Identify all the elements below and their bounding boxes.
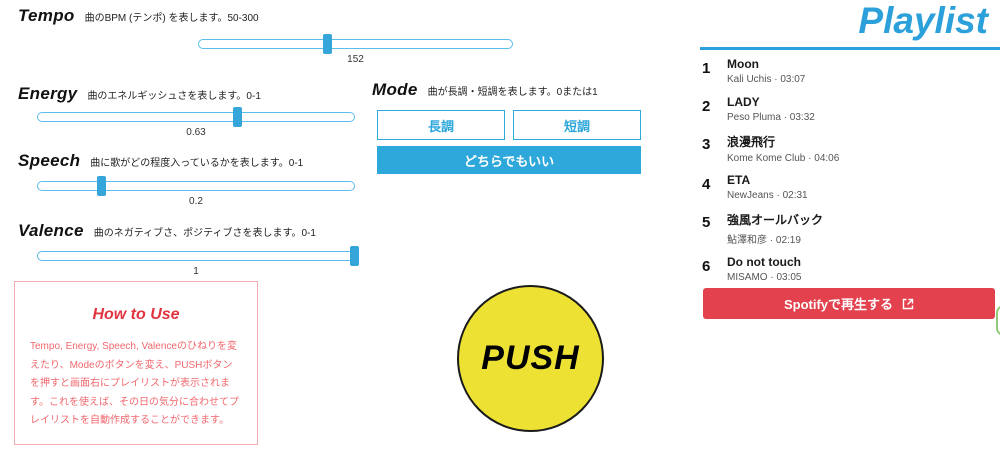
tempo-heading: Tempo xyxy=(18,6,75,25)
playlist-item: 2 LADY Peso Pluma · 03:32 xyxy=(702,95,995,124)
tempo-slider-track[interactable] xyxy=(198,34,513,54)
track-number: 1 xyxy=(702,60,711,77)
tempo-slider-thumb[interactable] xyxy=(322,34,332,54)
valence-slider-thumb[interactable] xyxy=(350,246,359,266)
playlist-list: 1 Moon Kali Uchis · 03:07 2 LADY Peso Pl… xyxy=(702,57,995,293)
mode-either-button[interactable]: どちらでもいい xyxy=(377,146,641,174)
spotify-play-button[interactable]: Spotifyで再生する xyxy=(703,288,995,319)
tempo-section-header: Tempo 曲のBPM (テンポ) を表します。50-300 xyxy=(18,6,259,26)
track-meta: MISAMO · 03:05 xyxy=(727,272,802,283)
tempo-slider[interactable]: 152 xyxy=(198,34,513,65)
mode-section-header: Mode 曲が長調・短調を表します。0または1 xyxy=(372,80,598,100)
track-number: 5 xyxy=(702,214,711,231)
how-to-use-body: Tempo, Energy, Speech, Valenceのひねりを変えたり、… xyxy=(30,341,239,426)
clipped-edge-widget[interactable] xyxy=(996,305,1000,336)
push-button[interactable]: PUSH xyxy=(457,285,604,432)
speech-slider[interactable]: 0.2 xyxy=(37,176,355,207)
track-title: 強風オールバック xyxy=(727,213,824,227)
tempo-slider-value: 152 xyxy=(347,54,364,65)
valence-slider[interactable]: 1 xyxy=(37,246,359,277)
track-number: 3 xyxy=(702,136,711,153)
playlist-item: 6 Do not touch MISAMO · 03:05 xyxy=(702,255,995,284)
mode-minor-button[interactable]: 短調 xyxy=(513,110,641,140)
energy-slider[interactable]: 0.63 xyxy=(37,107,355,138)
valence-section-header: Valence 曲のネガティブさ、ポジティブさを表します。0-1 xyxy=(18,221,316,241)
track-title: Moon xyxy=(727,57,759,71)
track-meta: Kome Kome Club · 04:06 xyxy=(727,153,840,164)
track-title: Do not touch xyxy=(727,255,801,269)
speech-slider-value: 0.2 xyxy=(189,196,203,207)
track-meta: Kali Uchis · 03:07 xyxy=(727,74,806,85)
mode-major-button[interactable]: 長調 xyxy=(377,110,505,140)
speech-description: 曲に歌がどの程度入っているかを表します。0-1 xyxy=(90,158,304,169)
mode-description: 曲が長調・短調を表します。0または1 xyxy=(427,87,598,98)
track-meta: 鮎澤和彦 · 02:19 xyxy=(727,235,801,246)
valence-slider-track[interactable] xyxy=(37,246,359,266)
playlist-item: 4 ETA NewJeans · 02:31 xyxy=(702,173,995,202)
energy-slider-track[interactable] xyxy=(37,107,355,127)
tempo-description: 曲のBPM (テンポ) を表します。50-300 xyxy=(84,13,259,24)
speech-slider-track[interactable] xyxy=(37,176,355,196)
energy-slider-thumb[interactable] xyxy=(233,107,243,127)
playlist-divider xyxy=(700,47,1000,50)
track-title: LADY xyxy=(727,95,760,109)
energy-heading: Energy xyxy=(18,84,78,103)
playlist-item: 1 Moon Kali Uchis · 03:07 xyxy=(702,57,995,86)
spotify-play-label: Spotifyで再生する xyxy=(783,297,894,312)
track-number: 6 xyxy=(702,258,711,275)
energy-slider-value: 0.63 xyxy=(186,127,206,138)
mode-button-row: 長調 短調 xyxy=(377,110,641,140)
valence-description: 曲のネガティブさ、ポジティブさを表します。0-1 xyxy=(93,228,316,239)
energy-section-header: Energy 曲のエネルギッシュさを表します。0-1 xyxy=(18,84,261,104)
external-link-icon xyxy=(902,298,914,310)
track-meta: NewJeans · 02:31 xyxy=(727,190,808,201)
playlist-item: 3 浪漫飛行 Kome Kome Club · 04:06 xyxy=(702,133,995,164)
energy-description: 曲のエネルギッシュさを表します。0-1 xyxy=(87,91,261,102)
track-title: ETA xyxy=(727,173,751,187)
valence-slider-value: 1 xyxy=(193,266,199,277)
speech-section-header: Speech 曲に歌がどの程度入っているかを表します。0-1 xyxy=(18,151,303,171)
track-title: 浪漫飛行 xyxy=(727,135,776,149)
playlist-item: 5 強風オールバック 鮎澤和彦 · 02:19 xyxy=(702,211,995,246)
how-to-use-box: How to Use Tempo, Energy, Speech, Valenc… xyxy=(14,281,258,445)
track-number: 2 xyxy=(702,98,711,115)
track-number: 4 xyxy=(702,176,711,193)
push-button-label: PUSH xyxy=(481,339,580,377)
valence-heading: Valence xyxy=(18,221,84,240)
how-to-use-title: How to Use xyxy=(92,306,180,323)
speech-heading: Speech xyxy=(18,151,81,170)
speech-slider-thumb[interactable] xyxy=(97,176,107,196)
mode-heading: Mode xyxy=(372,80,418,99)
track-meta: Peso Pluma · 03:32 xyxy=(727,112,815,123)
playlist-title: Playlist xyxy=(858,0,988,41)
